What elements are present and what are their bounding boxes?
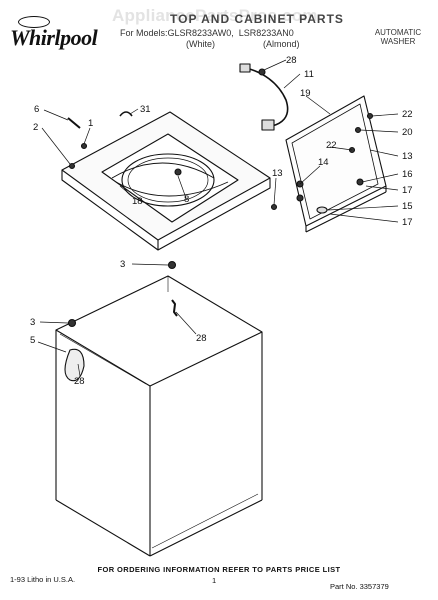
callout-label: 28 bbox=[286, 55, 297, 66]
appliance-type-line-2: WASHER bbox=[380, 37, 416, 46]
model-number-2: LSR8233AN0 bbox=[238, 28, 294, 38]
callout-leaders bbox=[37, 59, 399, 377]
callout-label: 20 bbox=[402, 127, 413, 138]
models-prefix: For Models: bbox=[120, 28, 168, 38]
page-number: 1 bbox=[212, 576, 217, 585]
washer-cabinet bbox=[55, 275, 263, 557]
callout-label: 13 bbox=[272, 168, 283, 179]
callout-labels: 28 11 31 6 1 2 19 22 20 22 13 14 16 17 8… bbox=[30, 55, 413, 387]
callout-label: 22 bbox=[326, 140, 337, 151]
appliance-type-line-1: AUTOMATIC bbox=[374, 28, 422, 37]
callout-label: 17 bbox=[402, 217, 413, 228]
screw-part-3 bbox=[67, 260, 177, 328]
ordering-note: FOR ORDERING INFORMATION REFER TO PARTS … bbox=[97, 565, 341, 574]
callout-label: 31 bbox=[140, 104, 151, 115]
callout-label: 19 bbox=[300, 88, 311, 99]
callout-label: 11 bbox=[304, 69, 314, 80]
callout-label: 8 bbox=[184, 194, 189, 205]
diagram-title: TOP AND CABINET PARTS bbox=[170, 12, 344, 26]
model-color-1: (White) bbox=[186, 39, 215, 49]
callout-label: 1 bbox=[88, 118, 93, 129]
callout-label: 14 bbox=[318, 157, 329, 168]
callout-label: 16 bbox=[402, 169, 413, 180]
washer-top-panel bbox=[61, 111, 271, 251]
brand-name: Whirlpool bbox=[10, 25, 98, 50]
logo-ring bbox=[18, 16, 50, 28]
callout-label: 13 bbox=[402, 151, 413, 162]
part-number: Part No. 3357379 bbox=[330, 582, 389, 591]
callout-label: 5 bbox=[30, 335, 35, 346]
callout-label: 28 bbox=[196, 333, 207, 344]
callout-label: 15 bbox=[402, 201, 413, 212]
model-color-2: (Almond) bbox=[263, 39, 300, 49]
model-number-1: GLSR8233AW0, bbox=[167, 28, 234, 38]
callout-label: 3 bbox=[120, 259, 125, 270]
lithograph-note: 1-93 Litho in U.S.A. bbox=[10, 575, 76, 584]
appliance-type: AUTOMATIC WASHER bbox=[368, 28, 428, 46]
callout-label: 22 bbox=[402, 109, 413, 120]
callout-label: 6 bbox=[34, 104, 39, 115]
watermark-text: AppliancePartsPros.com bbox=[112, 6, 318, 25]
callout-label: 2 bbox=[33, 122, 38, 133]
callout-label: 3 bbox=[30, 317, 35, 328]
callout-label: 17 bbox=[402, 185, 413, 196]
callout-label: 28 bbox=[74, 376, 85, 387]
callout-label: 18 bbox=[132, 196, 143, 207]
brand-logo: Whirlpool bbox=[10, 16, 104, 50]
model-list: For Models: GLSR8233AW0, LSR8233AN0 (Whi… bbox=[120, 28, 300, 50]
